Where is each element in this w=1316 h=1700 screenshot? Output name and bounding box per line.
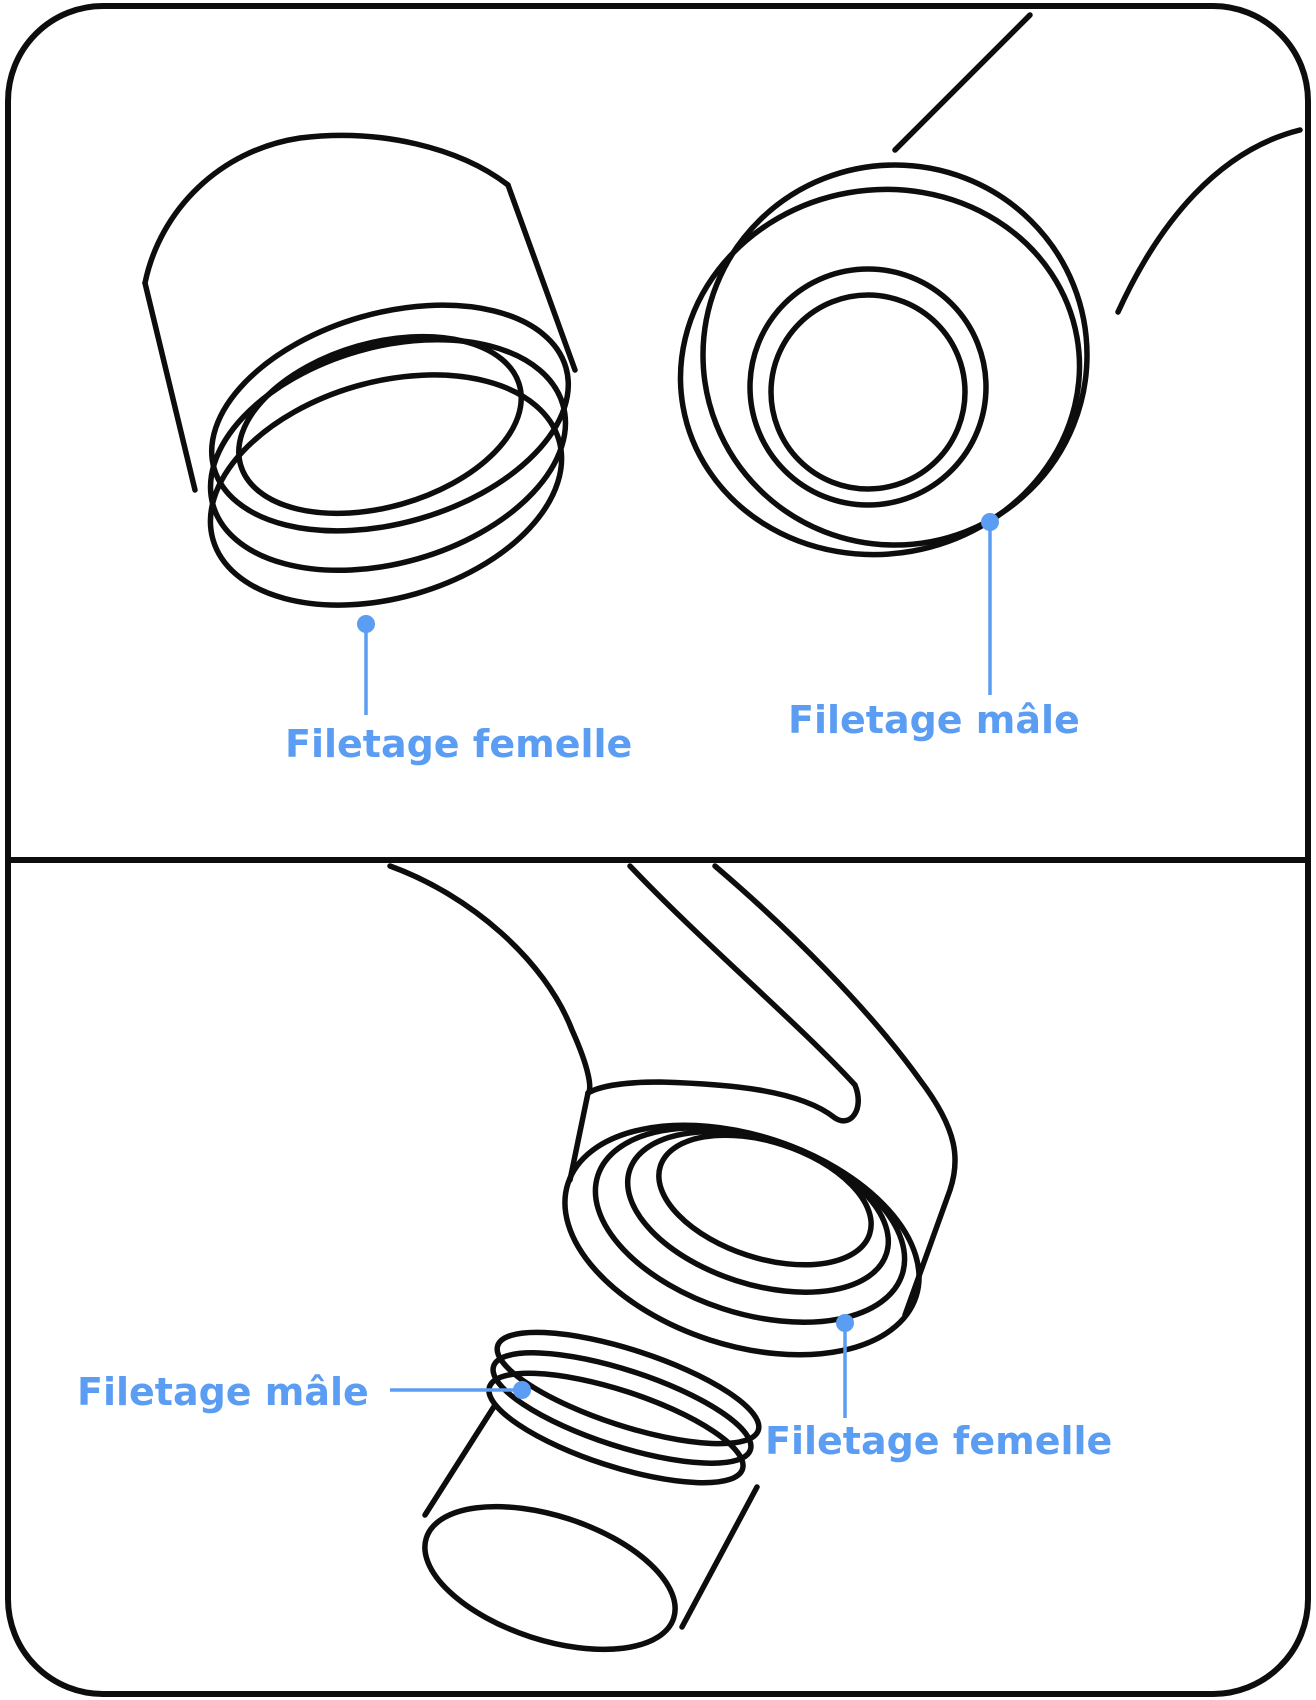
bottom-female-thread-label: Filetage femelle	[765, 1419, 1112, 1463]
diagram-frame	[5, 3, 1311, 1697]
bottom-male-thread-label: Filetage mâle	[77, 1370, 369, 1414]
bottom-male-marker	[513, 1381, 531, 1399]
top-panel: Filetage femelle Filetage mâle	[142, 12, 1303, 766]
top-male-marker	[981, 513, 999, 531]
female-threaded-faucet-end-icon	[142, 132, 578, 608]
faucet-spout-icon	[387, 863, 958, 1358]
top-male-thread-label: Filetage mâle	[788, 698, 1080, 742]
bottom-female-marker	[836, 1314, 854, 1332]
top-female-marker	[357, 615, 375, 633]
top-female-thread-label: Filetage femelle	[285, 722, 632, 766]
aerator-icon	[422, 1329, 762, 1653]
male-threaded-faucet-end-icon	[677, 12, 1303, 558]
bottom-panel: Filetage mâle Filetage femelle	[77, 863, 1112, 1653]
